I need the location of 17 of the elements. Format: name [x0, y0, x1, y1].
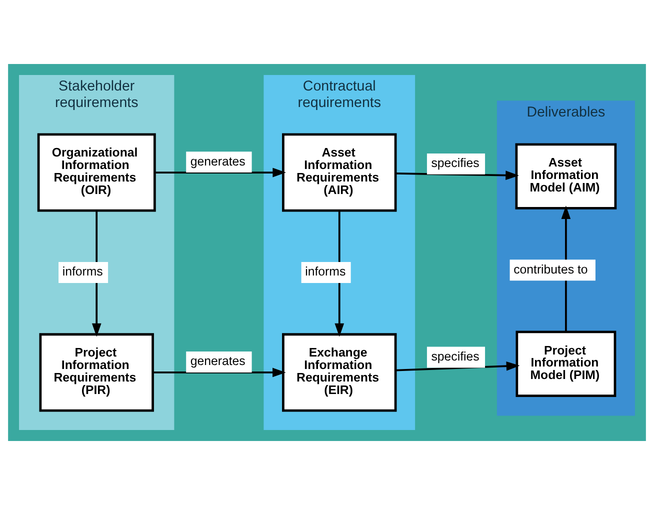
node-box: Project Information Requirements (PIR)	[39, 333, 154, 412]
edge-label: specifies	[431, 349, 480, 364]
edge-label: generates	[190, 154, 246, 168]
arrow	[154, 168, 286, 178]
node-box: Asset Information Requirements (AIR)	[282, 133, 397, 212]
edge-label: informs	[305, 264, 346, 279]
node-box: Asset Information Model (AIM)	[515, 143, 617, 210]
arrow	[396, 361, 520, 372]
node-box: Organizational Information Requirements (OIR)	[37, 133, 156, 212]
node-box: Exchange Information Requirements (EIR)	[282, 333, 397, 412]
edge-label: generates	[190, 354, 246, 368]
edge-label: specifies	[431, 156, 480, 170]
edge-label: informs	[62, 264, 103, 279]
edge-label: contributes to	[514, 262, 588, 276]
arrow	[396, 170, 519, 180]
arrow	[152, 368, 286, 378]
node-box: Project Information Model (PIM)	[516, 330, 616, 397]
